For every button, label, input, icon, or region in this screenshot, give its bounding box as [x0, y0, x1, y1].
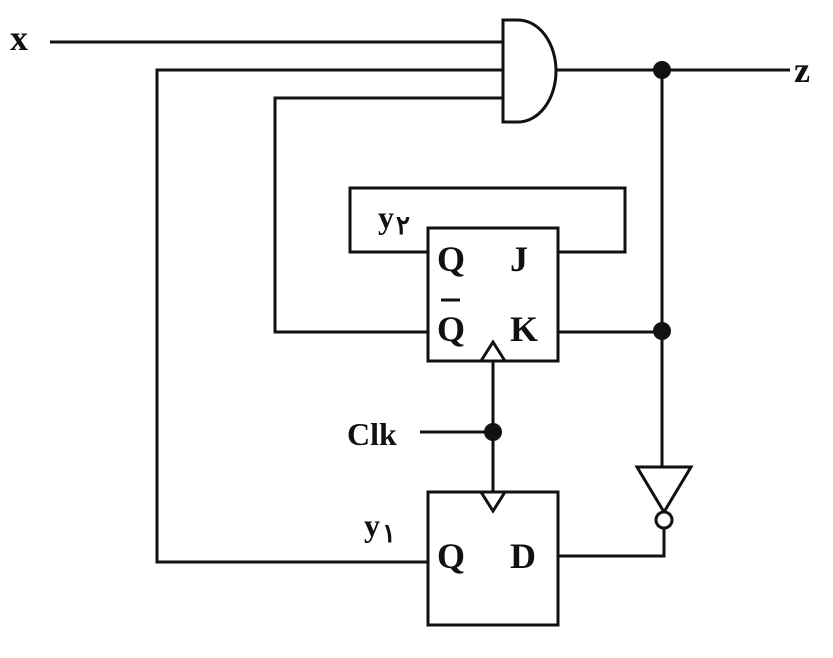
jk-label-q: Q	[437, 239, 465, 279]
wire-qbar-feedback	[273, 96, 505, 334]
wire-d-input	[558, 528, 666, 558]
junction-node-k	[653, 322, 671, 340]
label-y1: y١	[364, 507, 396, 548]
label-z: z	[794, 50, 810, 90]
d-label-q: Q	[437, 536, 465, 576]
jk-label-qbar: Q	[437, 309, 465, 349]
inverter-gate	[634, 465, 694, 515]
label-clk: Clk	[347, 416, 397, 452]
wire-y2-loop	[348, 186, 627, 254]
d-flipflop-box	[426, 490, 560, 627]
label-x: x	[10, 18, 28, 58]
jk-label-k: K	[510, 309, 538, 349]
and-gate	[501, 18, 558, 124]
inverter-bubble	[654, 510, 674, 530]
d-label-d: D	[510, 536, 536, 576]
jk-label-j: J	[510, 239, 528, 279]
wire-y1-feedback	[155, 68, 505, 564]
junction-node-z	[653, 61, 671, 79]
junction-node-clk	[484, 423, 502, 441]
label-y2: y٢	[378, 199, 410, 240]
jk-clock-triangle	[479, 339, 507, 362]
d-clock-triangle	[479, 491, 507, 514]
